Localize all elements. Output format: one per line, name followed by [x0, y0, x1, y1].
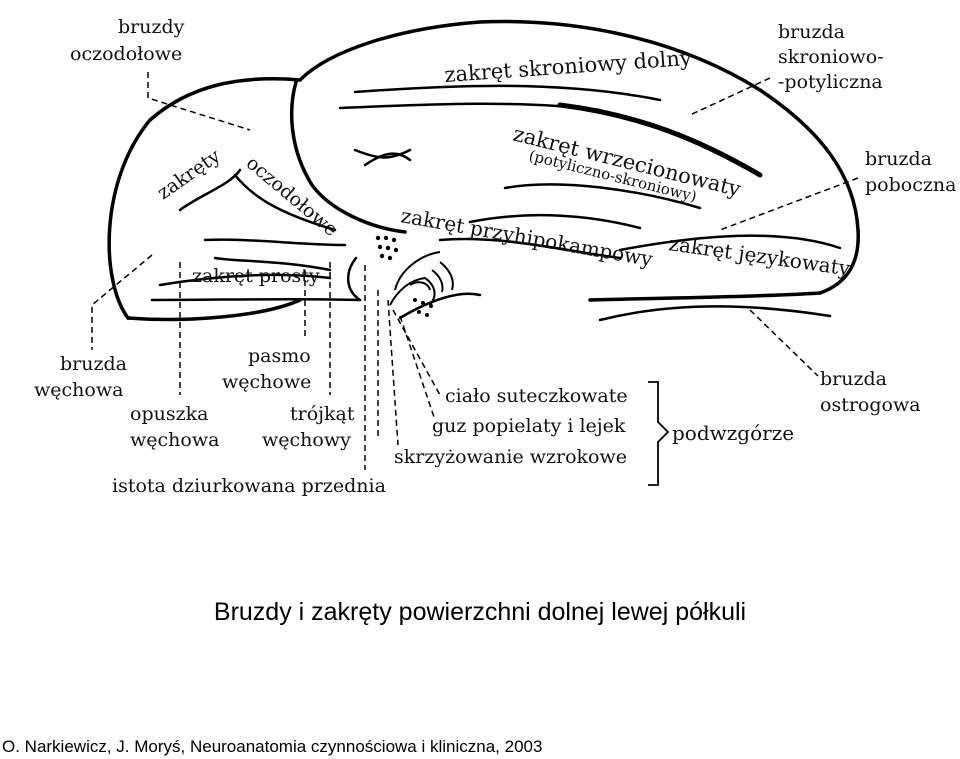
- svg-text:bruzda: bruzda: [820, 368, 887, 390]
- svg-text:bruzdy: bruzdy: [118, 16, 185, 38]
- label-trojkat-wechowy: trójkąt: [290, 403, 355, 425]
- svg-text:skroniowo-: skroniowo-: [778, 46, 884, 68]
- label-opuszka-wechowa: opuszka: [130, 403, 208, 425]
- label-pasmo-wechowe-2: węchowe: [222, 371, 311, 393]
- hypothalamus-bracket: [648, 381, 670, 486]
- label-bruzda-poboczna-2: poboczna: [865, 174, 956, 196]
- label-bruzda-wechowa: bruzda: [60, 353, 127, 375]
- figure-source: O. Narkiewicz, J. Moryś, Neuroanatomia c…: [2, 737, 543, 756]
- svg-text:bruzda: bruzda: [60, 353, 127, 375]
- figure-caption: Bruzdy i zakręty powierzchni dolnej lewe…: [213, 598, 747, 626]
- label-zakrety: zakręty: [153, 145, 224, 204]
- label-bruzda-poboczna: bruzda: [865, 148, 932, 170]
- label-opuszka-wechowa-2: węchowa: [130, 429, 219, 451]
- label-bruzda-ostrogowa-2: ostrogowa: [820, 394, 921, 416]
- label-bruzda-skroniowo-3: -potyliczna: [778, 71, 883, 93]
- label-podwzgorze: podwzgórze: [672, 421, 794, 445]
- svg-text:ostrogowa: ostrogowa: [820, 394, 921, 416]
- label-bruzdy-oczodolowe: bruzdy: [118, 16, 185, 38]
- svg-text:węchowa: węchowa: [130, 429, 219, 451]
- label-zakret-prosty: zakręt prosty: [192, 265, 320, 287]
- brain-diagram: bruzdy oczodołowe zakręt skroniowy dolny…: [34, 16, 956, 497]
- hypothalamus-structure: [389, 251, 454, 306]
- svg-text:węchowy: węchowy: [262, 429, 351, 451]
- svg-text:pasmo: pasmo: [248, 345, 311, 367]
- label-zakret-skroniowy-dolny: zakręt skroniowy dolny: [444, 46, 693, 87]
- svg-text:oczodołowe: oczodołowe: [70, 43, 182, 65]
- sulci: [150, 84, 842, 322]
- label-bruzdy-oczodolowe-2: oczodołowe: [70, 43, 182, 65]
- label-istota-dziurkowana: istota dziurkowana przednia: [112, 475, 386, 497]
- label-bruzda-skroniowo-2: skroniowo-: [778, 46, 884, 68]
- brain-outline: [107, 19, 860, 322]
- label-bruzda-ostrogowa: bruzda: [820, 368, 887, 390]
- svg-text:opuszka: opuszka: [130, 403, 208, 425]
- label-trojkat-wechowy-2: węchowy: [262, 429, 351, 451]
- svg-text:węchowa: węchowa: [34, 379, 123, 401]
- label-skrzyzowanie-wzrokowe: skrzyżowanie wzrokowe: [394, 446, 627, 468]
- svg-text:węchowe: węchowe: [222, 371, 311, 393]
- svg-text:trójkąt: trójkąt: [290, 403, 355, 425]
- label-guz-popielaty: guz popielaty i lejek: [432, 415, 626, 437]
- label-cialo-suteczkowate: ciało suteczkowate: [445, 385, 628, 407]
- label-zakret-jezykowaty: zakręt językowaty: [667, 231, 852, 280]
- perforated-substance-dots: [375, 235, 433, 317]
- label-pasmo-wechowe: pasmo: [248, 345, 311, 367]
- svg-text:bruzda: bruzda: [778, 21, 845, 43]
- label-bruzda-wechowa-2: węchowa: [34, 379, 123, 401]
- svg-text:poboczna: poboczna: [865, 174, 956, 196]
- label-zakret-przyhipokampowy: zakręt przyhipokampowy: [399, 203, 655, 271]
- label-bruzda-skroniowo: bruzda: [778, 21, 845, 43]
- svg-text:bruzda: bruzda: [865, 148, 932, 170]
- svg-text:-potyliczna: -potyliczna: [778, 71, 883, 93]
- leader-lines: [91, 72, 859, 470]
